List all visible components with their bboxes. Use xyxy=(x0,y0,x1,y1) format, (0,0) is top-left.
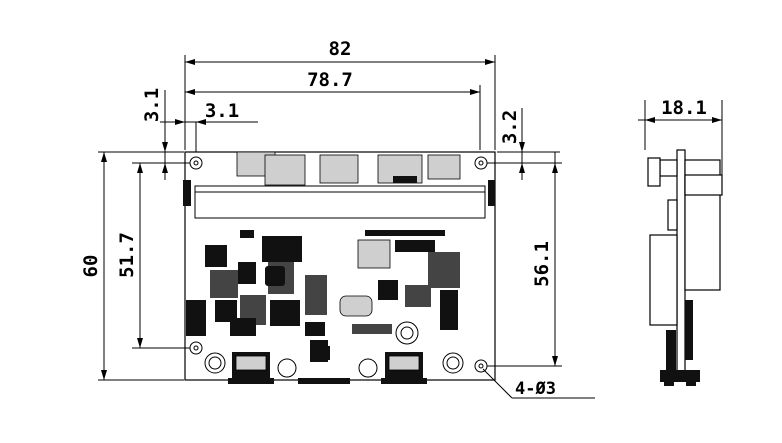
center-connector xyxy=(298,378,350,384)
dim-label-78-7: 78.7 xyxy=(307,69,353,91)
side-component xyxy=(685,300,693,360)
side-latch-right xyxy=(488,180,495,206)
mini-pcie-slot xyxy=(194,185,486,219)
dim-label-3-1-v: 3.1 xyxy=(141,88,163,122)
connector-5 xyxy=(427,154,461,180)
board-side-view: 18.1 xyxy=(638,97,723,386)
mount-hole-center xyxy=(193,345,199,351)
side-component xyxy=(667,199,678,231)
side-connector-foot xyxy=(686,382,696,386)
side-component xyxy=(666,330,676,370)
side-connector xyxy=(660,370,700,382)
dim-label-51-7: 51.7 xyxy=(116,232,138,278)
round-connector-inner xyxy=(208,356,222,370)
dim-label-3-1-h: 3.1 xyxy=(205,100,239,122)
component xyxy=(393,176,417,183)
side-pcb xyxy=(676,149,686,381)
dim-label-60: 60 xyxy=(80,255,102,278)
mount-hole-center xyxy=(193,160,199,166)
side-component xyxy=(649,234,678,326)
side-component xyxy=(659,159,678,177)
board-front-view xyxy=(183,151,496,384)
round-connector xyxy=(204,352,226,374)
dim-label-56-1: 56.1 xyxy=(531,241,553,287)
component xyxy=(310,346,330,360)
side-slot-lip xyxy=(684,174,723,196)
mount-hole-center xyxy=(478,160,484,166)
round-connector xyxy=(358,358,378,378)
leader-line xyxy=(482,368,513,399)
mount-hole-center xyxy=(478,363,484,369)
connector-3 xyxy=(319,154,359,184)
usb-port-right-inner xyxy=(388,355,420,371)
round-connector xyxy=(442,352,464,374)
usb-port-left-inner xyxy=(235,355,267,371)
round-connector xyxy=(277,358,297,378)
side-latch-left xyxy=(183,180,191,206)
usb-flange-right xyxy=(381,378,427,384)
usb-flange-left xyxy=(228,378,274,384)
hole-callout-label: 4-Ø3 xyxy=(515,379,556,399)
side-component xyxy=(647,157,661,187)
side-connector-foot xyxy=(664,382,674,386)
dim-label-3-2-v: 3.2 xyxy=(499,110,521,144)
dim-label-18-1: 18.1 xyxy=(661,97,707,119)
dim-label-82: 82 xyxy=(329,38,352,60)
connector-2 xyxy=(264,154,306,186)
round-connector-inner xyxy=(446,356,460,370)
